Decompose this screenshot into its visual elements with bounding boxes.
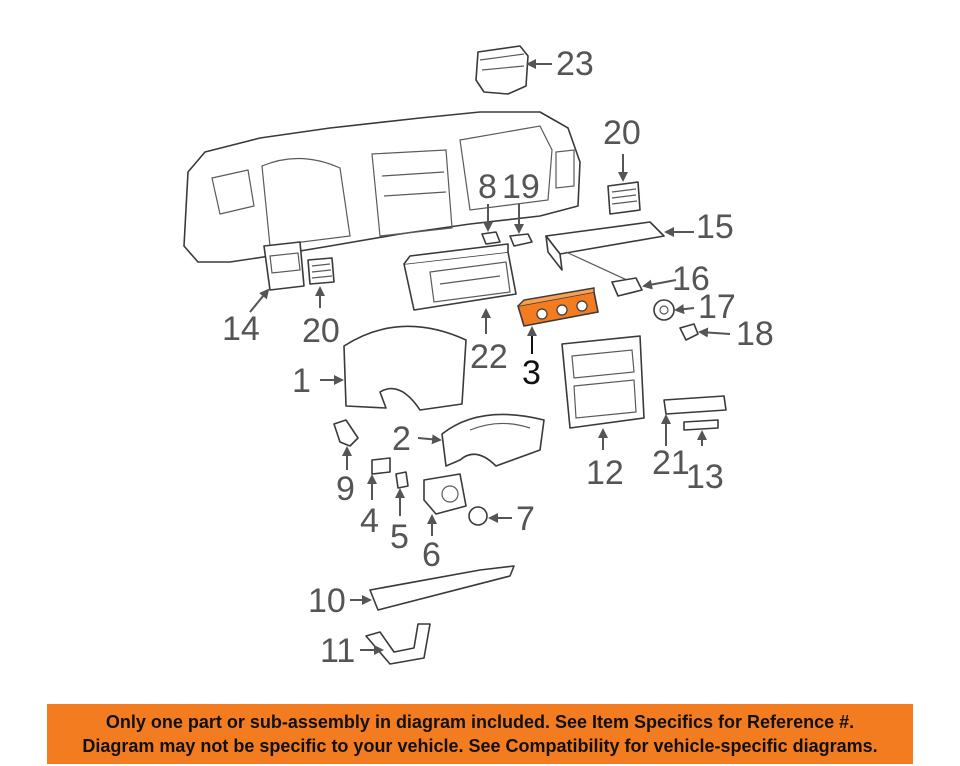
part-20-vent-right	[607, 181, 641, 215]
callout-20-right: 20	[603, 114, 641, 152]
callout-18: 18	[736, 315, 774, 353]
callout-7: 7	[516, 500, 535, 538]
callout-17: 17	[698, 288, 736, 326]
part-5-switch	[395, 471, 409, 489]
disclaimer-banner: Only one part or sub-assembly in diagram…	[47, 704, 913, 764]
part-4-switch	[371, 457, 391, 475]
part-17-knob	[653, 299, 675, 321]
callout-labels: 23 20 8 19 15 16 17 18 14 20 22 3 1 2 12…	[222, 45, 774, 670]
part-15-compartment	[545, 221, 665, 287]
callout-5: 5	[390, 518, 409, 556]
callout-22: 22	[470, 338, 508, 376]
callout-20-left: 20	[302, 312, 340, 350]
callout-1: 1	[292, 362, 311, 400]
part-11-bracket	[365, 623, 431, 665]
part-16-bracket	[611, 277, 643, 297]
part-9-knob	[333, 419, 359, 447]
callout-16: 16	[672, 260, 710, 298]
callout-23: 23	[556, 45, 594, 83]
callout-21: 21	[652, 444, 690, 482]
callout-19: 19	[502, 168, 540, 206]
part-18-key	[679, 323, 699, 341]
callout-15: 15	[696, 208, 734, 246]
part-1-cluster-hood	[343, 325, 467, 411]
part-7-knob	[468, 506, 488, 526]
part-6-headlamp-switch	[423, 473, 467, 515]
part-2-instrument-cluster	[441, 413, 545, 467]
part-8-switch	[481, 231, 501, 245]
part-22-radio	[403, 243, 517, 311]
callout-6: 6	[422, 536, 441, 574]
callout-13: 13	[686, 458, 724, 496]
disclaimer-line-2: Diagram may not be specific to your vehi…	[82, 736, 878, 756]
callout-2: 2	[392, 420, 411, 458]
part-19-clip	[509, 233, 533, 247]
part-3-control-panel	[516, 287, 599, 327]
leader-arrows	[249, 59, 731, 655]
part-20-vent-left	[307, 257, 335, 285]
callout-8: 8	[478, 168, 497, 206]
callout-3: 3	[522, 354, 541, 392]
callout-10: 10	[308, 582, 346, 620]
part-13-strip	[683, 419, 719, 431]
dashboard-outline	[183, 111, 581, 263]
callout-12: 12	[586, 454, 624, 492]
part-10-trim-panel	[369, 565, 515, 611]
part-21-trim	[663, 395, 727, 415]
parts-diagram: 23 20 8 19 15 16 17 18 14 20 22 3 1 2 12…	[183, 45, 774, 670]
callout-9: 9	[336, 470, 355, 508]
part-23-module	[475, 45, 529, 95]
callout-14: 14	[222, 310, 260, 348]
callout-4: 4	[360, 502, 379, 540]
disclaimer-line-1: Only one part or sub-assembly in diagram…	[105, 712, 855, 732]
part-14-vent-left	[263, 241, 305, 291]
callout-11: 11	[320, 632, 355, 670]
part-12-bezel	[561, 335, 645, 429]
